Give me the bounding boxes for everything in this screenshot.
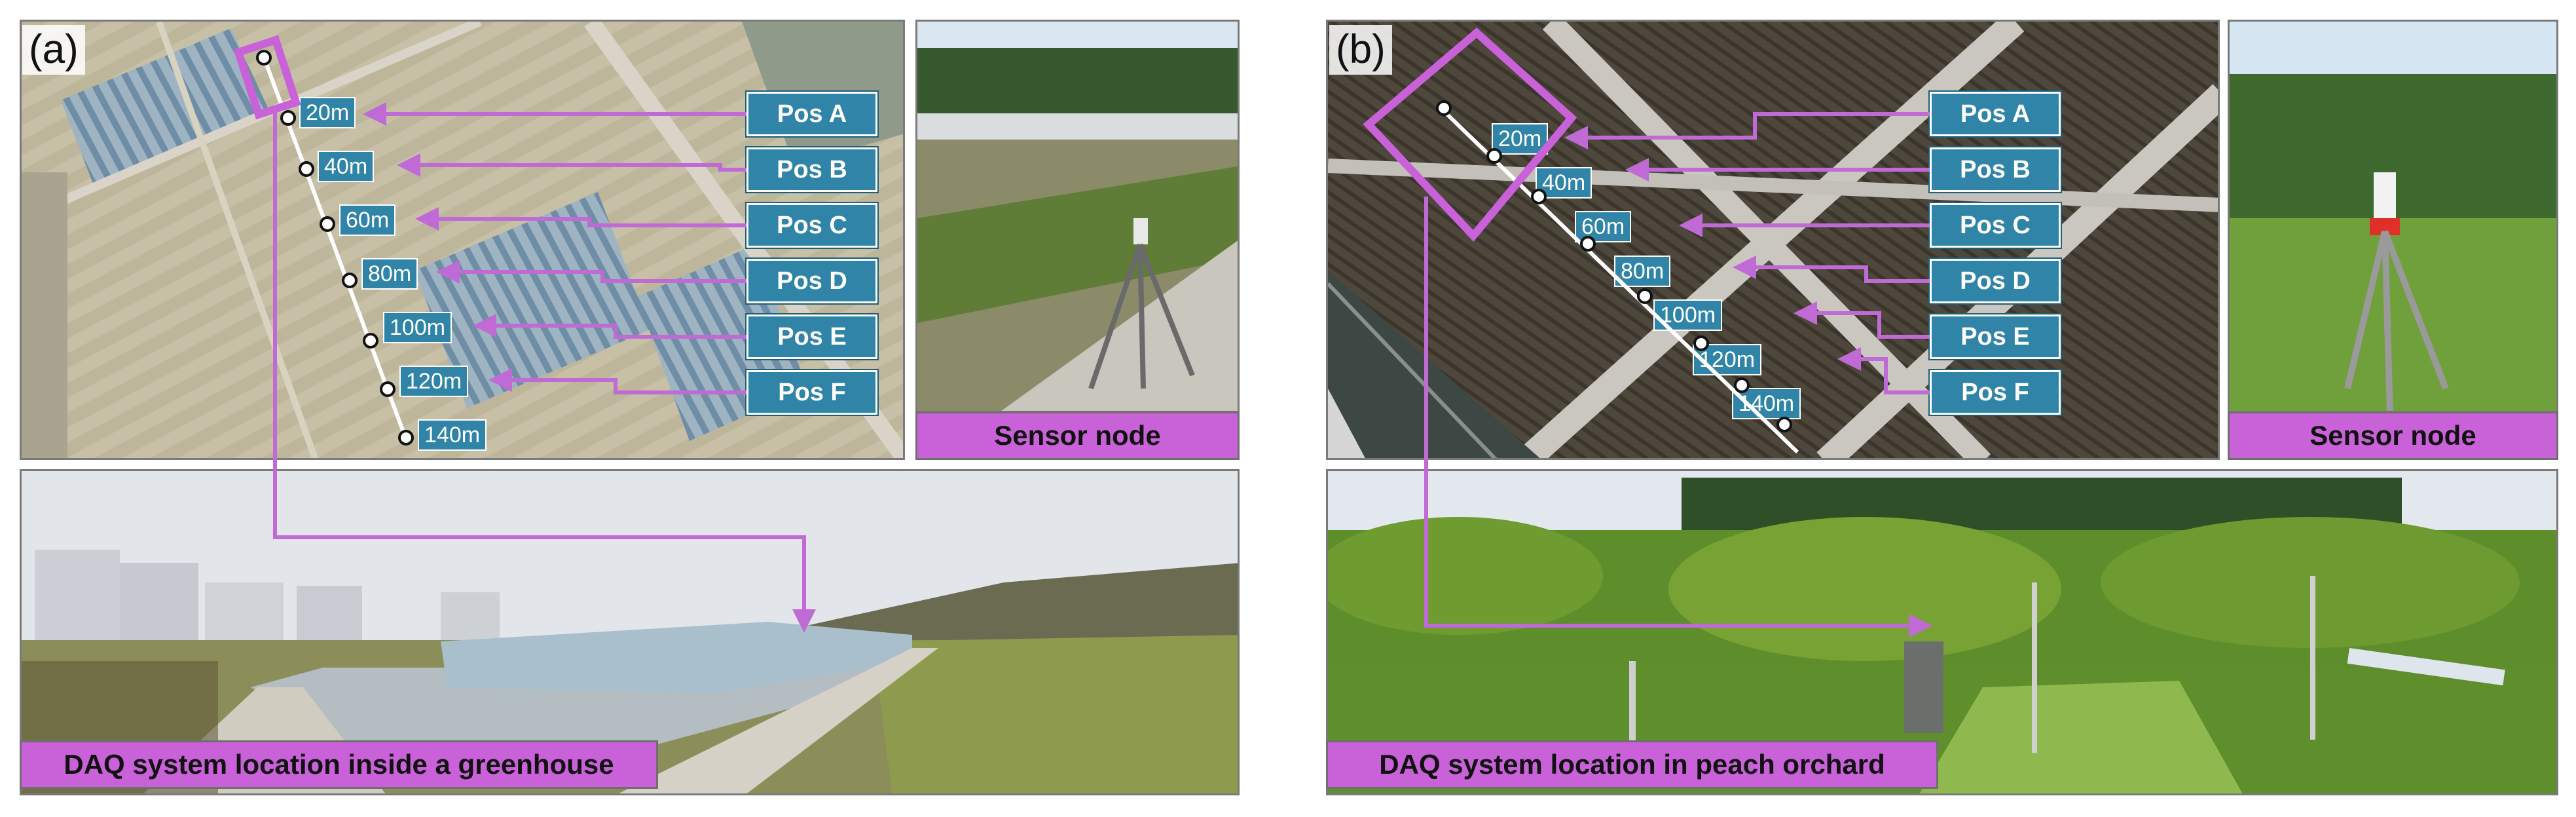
distance-label-a-140: 140m — [418, 419, 487, 451]
pos-label-b-d: Pos D — [1928, 257, 2062, 305]
pos-label-b-a: Pos A — [1928, 90, 2062, 138]
pos-label-a-c: Pos C — [745, 202, 879, 249]
sensor-photo-b-image — [2230, 22, 2556, 411]
distance-label-a-60: 60m — [339, 204, 396, 236]
pos-label-b-e: Pos E — [1928, 313, 2062, 360]
sensor-photo-b — [2228, 20, 2558, 413]
distance-label-b-80: 80m — [1614, 256, 1671, 287]
pos-label-b-b: Pos B — [1928, 146, 2062, 193]
daq-caption-a: DAQ system location inside a greenhouse — [20, 740, 658, 789]
pos-label-a-b: Pos B — [745, 146, 879, 193]
pos-label-a-a: Pos A — [745, 90, 879, 138]
sensor-photo-a — [915, 20, 1240, 413]
distance-label-b-60: 60m — [1575, 211, 1632, 242]
panel-a: Sensor node DAQ system location inside a… — [0, 0, 1257, 817]
panel-label-a: (a) — [22, 25, 85, 75]
distance-label-b-100: 100m — [1653, 299, 1723, 331]
distance-label-a-80: 80m — [361, 258, 418, 290]
pos-label-a-f: Pos F — [745, 369, 879, 416]
pos-label-a-e: Pos E — [745, 313, 879, 360]
distance-label-b-40: 40m — [1536, 167, 1592, 199]
distance-label-b-120: 120m — [1693, 344, 1762, 375]
distance-label-b-20: 20m — [1492, 123, 1549, 155]
sensor-caption-a: Sensor node — [915, 411, 1240, 460]
distance-label-a-40: 40m — [318, 151, 375, 182]
distance-label-a-20: 20m — [299, 97, 356, 128]
distance-label-a-100: 100m — [383, 312, 452, 343]
distance-label-a-120: 120m — [399, 366, 469, 397]
sensor-caption-b: Sensor node — [2228, 411, 2558, 460]
distance-label-b-140: 140m — [1732, 388, 1801, 419]
pos-label-b-f: Pos F — [1928, 369, 2062, 416]
panel-label-b: (b) — [1329, 25, 1392, 75]
daq-caption-b: DAQ system location in peach orchard — [1326, 740, 1938, 789]
pos-label-b-c: Pos C — [1928, 202, 2062, 249]
pos-label-a-d: Pos D — [745, 257, 879, 305]
panel-b: Sensor node DAQ system location in peach… — [1303, 0, 2576, 817]
sensor-photo-a-image — [917, 22, 1238, 411]
